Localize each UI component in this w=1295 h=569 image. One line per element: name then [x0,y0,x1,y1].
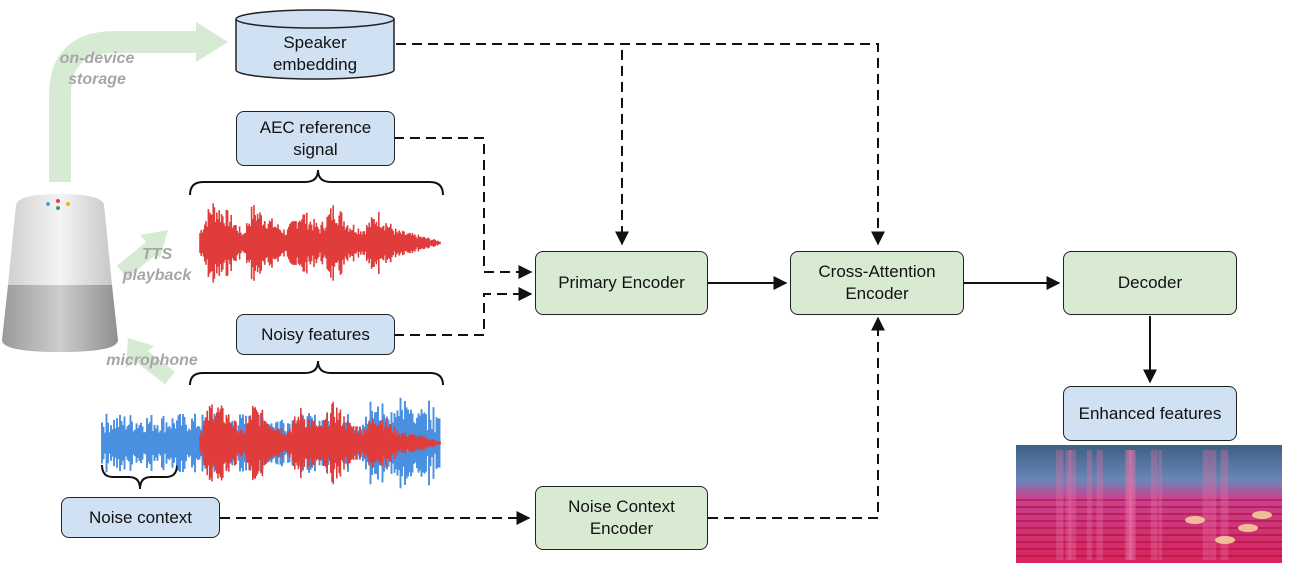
speaker-embedding-label: Speaker embedding [272,33,358,74]
noisy-waveform [101,397,441,489]
primary-encoder-label: Primary Encoder [558,273,685,292]
noisy-brace [189,360,444,386]
aec-reference-label: AEC reference signal [259,117,372,159]
aec-to-primary-line [394,137,533,279]
microphone-label: microphone [106,352,198,369]
noise-context-encoder-label: Noise Context Encoder [568,497,675,538]
microphone-flow-arrow [126,338,175,385]
noisy-to-primary-line [394,287,533,336]
aec-waveform [199,203,441,283]
tts-flow-arrow [116,230,168,279]
enhanced-features-label: Enhanced features [1078,403,1222,423]
storage-label: on-device storage [59,50,135,88]
decoder-label: Decoder [1117,273,1183,292]
cross-attention-encoder-label: Cross-Attention Encoder [818,262,936,303]
noise-context-label: Noise context [89,507,192,527]
cross-attention-encoder-box: Cross-Attention Encoder [790,251,964,315]
noise-context-box: Noise context [61,497,220,538]
storage-flow-arrow [49,22,228,182]
connectors [220,43,1157,525]
aec-reference-box: AEC reference signal [236,111,395,166]
noise-context-brace [101,464,178,490]
noisy-features-box: Noisy features [236,314,395,355]
speaker-embedding-cylinder [235,9,395,80]
ncencoder-to-crossattn-line [708,316,885,519]
spectrogram-image [1016,445,1282,563]
primary-encoder-box: Primary Encoder [535,251,708,315]
tts-label: TTS playback [122,246,192,284]
smart-speaker-icon [2,194,118,352]
decoder-box: Decoder [1063,251,1237,315]
aec-brace [189,169,444,196]
enhanced-features-box: Enhanced features [1063,386,1237,441]
noise-context-encoder-box: Noise Context Encoder [535,486,708,550]
speaker-to-crossattn-line [396,43,885,246]
noisy-features-label: Noisy features [261,324,370,344]
